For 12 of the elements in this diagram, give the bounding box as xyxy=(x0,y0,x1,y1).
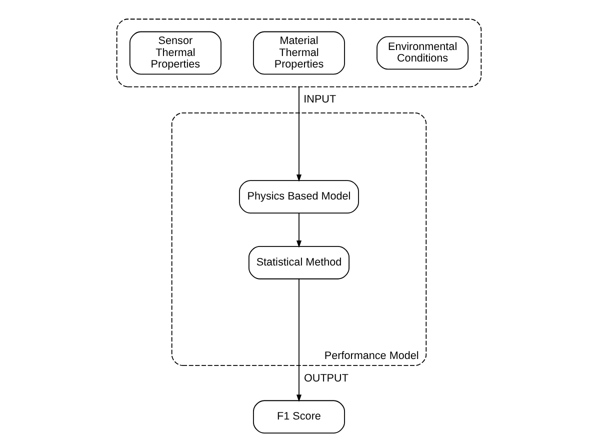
node-box: F1 Score xyxy=(253,400,345,434)
node-box: Physics Based Model xyxy=(239,180,359,214)
node-box: Material Thermal Properties xyxy=(253,31,345,75)
node-box: Statistical Method xyxy=(248,246,350,280)
node-box: Sensor Thermal Properties xyxy=(129,31,222,75)
arrow xyxy=(296,86,302,182)
edge-label: INPUT xyxy=(304,94,336,106)
edge-label: OUTPUT xyxy=(304,372,348,384)
node-box: Environmental Conditions xyxy=(376,36,469,70)
arrow xyxy=(296,212,302,248)
arrow xyxy=(296,278,302,402)
cluster xyxy=(116,18,482,88)
